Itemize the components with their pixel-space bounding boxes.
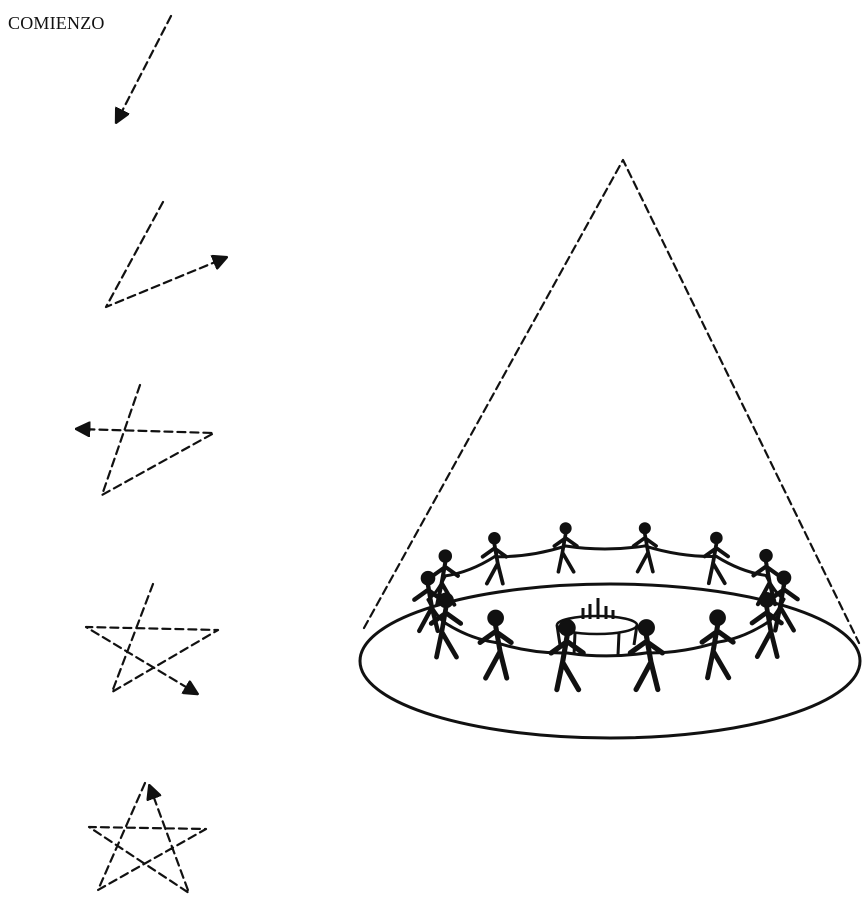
step-1-stroke-icon [117,16,171,121]
step-2-strokes-icon [106,202,225,307]
dancer-body [702,626,733,678]
dancer-body [551,636,583,690]
cone-of-power-icon [360,160,860,738]
step-4-strokes-icon [86,584,218,693]
dancer-body [483,544,506,583]
dancer-body [705,544,728,583]
step-5-pentagram-icon [89,783,206,893]
dancer-body [480,626,511,678]
dancer-body [634,534,657,572]
dancer-body [554,534,577,572]
step-3-strokes-icon [78,385,214,495]
held-hands-line [567,653,646,656]
